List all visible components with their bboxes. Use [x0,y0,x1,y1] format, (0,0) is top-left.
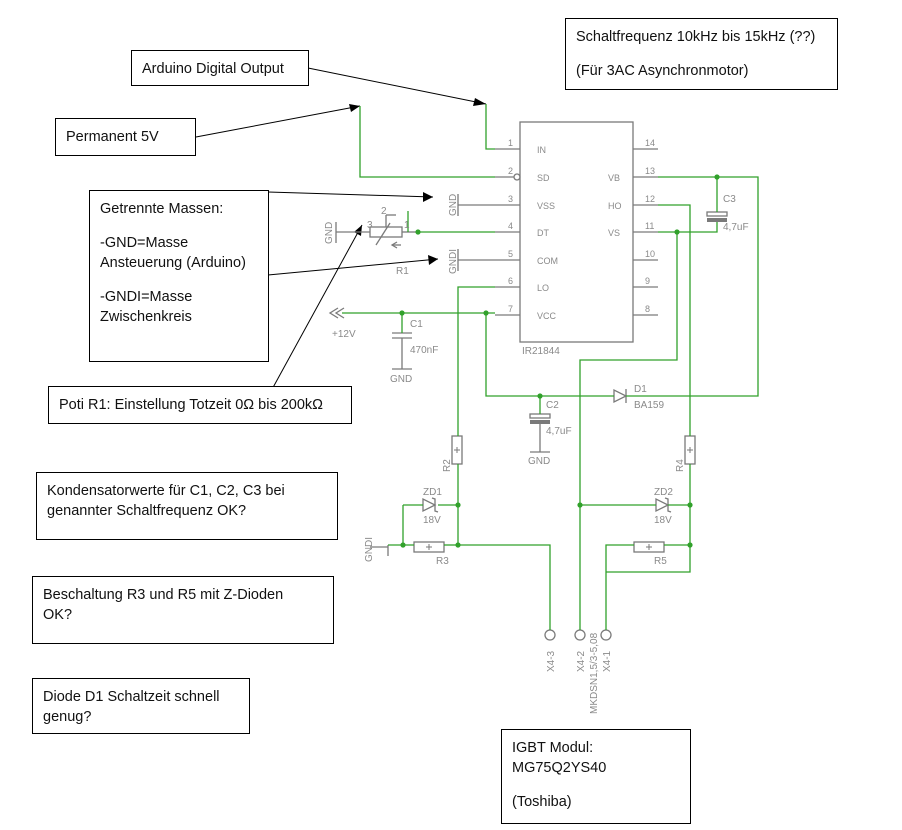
label-c3-value: 4,7uF [723,222,749,233]
zener-line1: Beschaltung R3 und R5 mit Z-Dioden [43,587,284,603]
frequency-line1: Schaltfrequenz 10kHz bis 15kHz (??) [576,29,816,45]
arrowheads [349,98,486,265]
pin-num-12: 12 [645,194,655,204]
label-v12: +12V [332,329,356,340]
label-zd1: ZD1 [423,487,442,498]
ic-labels: 1 2 3 4 5 6 7 IN SD VSS DT COM LO VCC 14… [508,138,655,357]
label-c3: C3 [723,194,736,205]
label-pot-pin2: 2 [381,206,387,217]
label-zd1-value: 18V [423,515,441,526]
pin-name-com: COM [537,256,558,266]
frequency-line2: (Für 3AC Asynchronmotor) [576,63,749,79]
label-d1-value: BA159 [634,400,664,411]
capacitor-plates [530,218,727,424]
component-symbols [328,121,728,641]
label-c1-value: 470nF [410,345,438,356]
annotation-arrows [195,67,487,394]
pin-name-vcc: VCC [537,311,557,321]
note-diode: Diode D1 Schaltzeit schnell genug? [32,678,250,734]
pin-num-1: 1 [508,138,513,148]
label-gndi-com: GNDI [448,249,459,274]
label-gnd-r1: GND [324,222,335,244]
label-x4-2: X4-2 [576,650,587,672]
zener-line2: OK? [43,607,73,623]
label-d1: D1 [634,384,647,395]
grounds-title: Getrennte Massen: [100,201,224,217]
label-zd2-value: 18V [654,515,672,526]
igbt-line3: (Toshiba) [512,794,572,810]
pin-num-9: 9 [645,276,650,286]
note-grounds: Getrennte Massen: -GND=Masse Ansteuerung… [89,190,269,362]
pin-name-vs: VS [608,228,620,238]
label-connector: MKDSN1,5/3-5,08 [589,632,600,714]
pin-num-5: 5 [508,249,513,259]
grounds-gnd-line1: -GND=Masse [100,235,189,251]
wires [342,104,759,630]
pin-num-7: 7 [508,304,513,314]
label-r5: R5 [654,556,667,567]
label-r2: R2 [442,459,453,472]
label-gndi-r3: GNDI [364,537,375,562]
poti-text: Poti R1: Einstellung Totzeit 0Ω bis 200k… [59,397,324,413]
label-r3: R3 [436,556,449,567]
label-x4-1: X4-1 [602,650,613,672]
grounds-gnd-line2: Ansteuerung (Arduino) [100,255,246,271]
capacitors-line1: Kondensatorwerte für C1, C2, C3 bei [47,483,285,499]
igbt-line1: IGBT Modul: [512,740,594,756]
label-zd2: ZD2 [654,487,673,498]
label-x4-3: X4-3 [546,650,557,672]
pin-num-4: 4 [508,221,513,231]
arduino-text: Arduino Digital Output [142,61,284,77]
pin-name-sd: SD [537,173,550,183]
pin-name-lo: LO [537,283,549,293]
pin-num-6: 6 [508,276,513,286]
pin-num-13: 13 [645,166,655,176]
pin-num-2: 2 [508,166,513,176]
label-pot-pin1: 1 [404,220,410,231]
pin-num-11: 11 [645,221,654,231]
pin-name-vb: VB [608,173,620,183]
label-r4: R4 [675,459,686,472]
label-c1: C1 [410,319,423,330]
resistor-marks [426,447,693,550]
grounds-gndi-line1: -GNDI=Masse [100,289,193,305]
pin-name-vss: VSS [537,201,555,211]
grounds-gndi-line2: Zwischenkreis [100,309,192,325]
label-r1: R1 [396,266,409,277]
label-c2-value: 4,7uF [546,426,572,437]
capacitors-line2: genannter Schaltfrequenz OK? [47,503,247,519]
label-gnd-c2: GND [528,456,550,467]
component-labels: GND GNDI GND GNDI GND GND 3 2 1 R1 +12V … [324,194,749,714]
note-arduino: Arduino Digital Output [131,50,309,86]
pin-num-14: 14 [645,138,655,148]
junction-dots [399,174,720,548]
diode-line2: genug? [43,709,92,725]
label-c2: C2 [546,400,559,411]
note-capacitors: Kondensatorwerte für C1, C2, C3 bei gena… [36,472,338,540]
diode-line1: Diode D1 Schaltzeit schnell [43,689,220,705]
note-igbt: IGBT Modul: MG75Q2YS40 (Toshiba) [501,729,691,824]
pin-name-in: IN [537,145,546,155]
pin-num-10: 10 [645,249,655,259]
ic-name: IR21844 [522,346,560,357]
permanent-text: Permanent 5V [66,129,159,145]
note-frequency: Schaltfrequenz 10kHz bis 15kHz (??) (Für… [565,18,838,90]
pin-num-8: 8 [645,304,650,314]
pin-name-ho: HO [608,201,622,211]
note-zener: Beschaltung R3 und R5 mit Z-Dioden OK? [32,576,334,644]
igbt-line2: MG75Q2YS40 [512,760,607,776]
pin-num-3: 3 [508,194,513,204]
label-pot-pin3: 3 [367,220,373,231]
note-poti: Poti R1: Einstellung Totzeit 0Ω bis 200k… [48,386,352,424]
label-gnd-c1: GND [390,374,412,385]
pin-name-dt: DT [537,228,549,238]
note-permanent: Permanent 5V [55,118,196,156]
label-gnd-vss: GND [448,194,459,216]
